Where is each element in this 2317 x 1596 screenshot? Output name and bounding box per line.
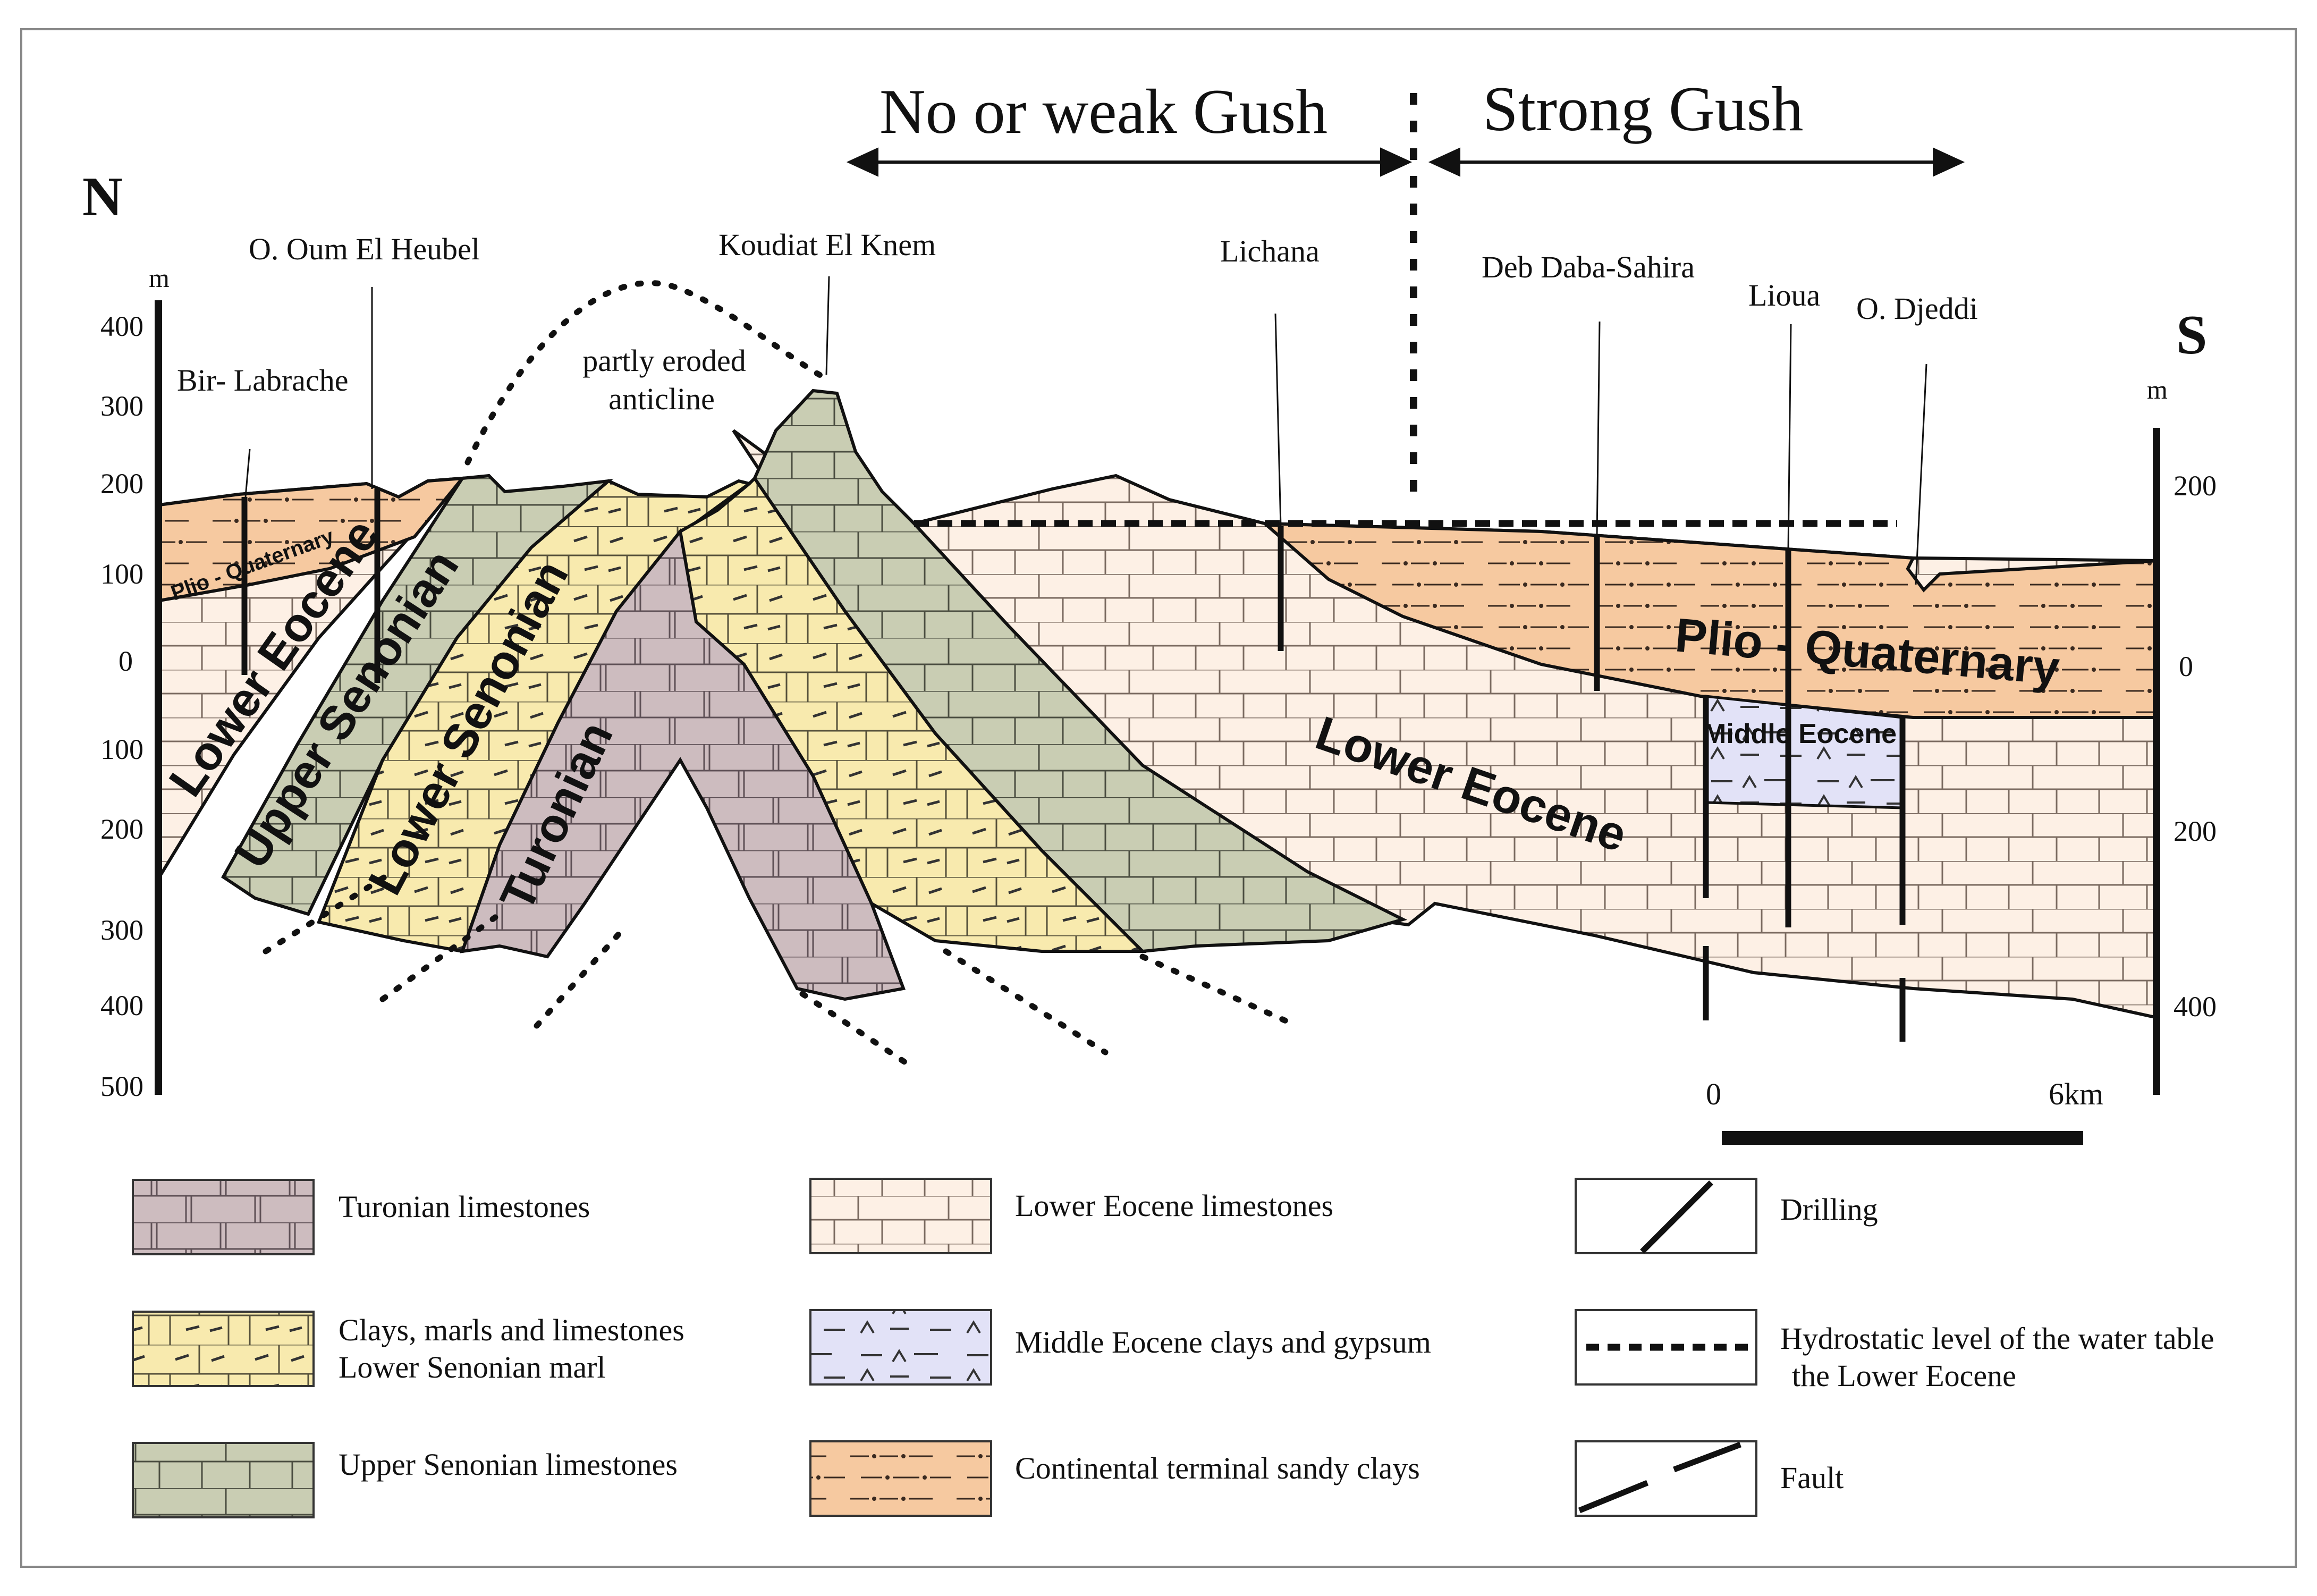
anticline-label-2: anticline xyxy=(608,382,715,416)
legend-swatch-lower-eocene xyxy=(809,1178,992,1254)
legend-label-drilling: Drilling xyxy=(1780,1192,1878,1227)
legend-label-middle-eocene: Middle Eocene clays and gypsum xyxy=(1015,1325,1431,1359)
place-oum-el-heubel: O. Oum El Heubel xyxy=(249,232,480,266)
right-tick: 0 xyxy=(2179,651,2193,682)
drillings xyxy=(241,489,1791,927)
south-label: S xyxy=(2176,303,2207,366)
dotted-contact-5 xyxy=(943,948,1109,1055)
right-axis-ticks: 200 0 200 400 xyxy=(2174,470,2217,1023)
dotted-contact-3 xyxy=(534,922,630,1029)
gush-strong-label: Strong Gush xyxy=(1483,73,1803,144)
legend-swatch-lower-senonian xyxy=(132,1311,315,1387)
place-leader-lines xyxy=(244,276,1927,585)
left-tick: 100 xyxy=(100,558,143,590)
legend-swatch-continental xyxy=(809,1440,992,1517)
legend-swatch-drilling xyxy=(1575,1178,1757,1254)
left-tick: 100 xyxy=(100,733,143,765)
left-axis-ticks: 400 300 200 100 0 100 200 300 400 500 xyxy=(100,310,143,1102)
legend-fault-line-1 xyxy=(1578,1480,1649,1514)
legend-label-lower-senonian-1: Clays, marls and limestones xyxy=(339,1313,684,1347)
unit-label-middle-eocene: Middle Eocene xyxy=(1703,719,1897,749)
legend-swatch-fault xyxy=(1575,1440,1757,1517)
right-axis-unit: m xyxy=(2147,375,2168,404)
north-label: N xyxy=(82,165,123,227)
layer-middle-eocene xyxy=(1704,695,1904,809)
left-tick: 400 xyxy=(100,990,143,1021)
dotted-contact-2 xyxy=(379,911,503,1002)
left-tick: 300 xyxy=(100,914,143,946)
scale-start-label: 0 xyxy=(1706,1077,1721,1111)
anticline-label-1: partly eroded xyxy=(582,343,746,378)
left-tick: 400 xyxy=(100,310,143,342)
gush-weak-label: No or weak Gush xyxy=(880,76,1327,147)
legend-label-hydrostatic-1: Hydrostatic level of the water table xyxy=(1780,1321,2214,1356)
legend-swatch-upper-senonian xyxy=(132,1442,315,1518)
legend-label-upper-senonian: Upper Senonian limestones xyxy=(339,1447,678,1482)
right-tick: 400 xyxy=(2174,991,2217,1023)
place-o-djeddi: O. Djeddi xyxy=(1856,291,1978,326)
legend-swatch-turonian xyxy=(132,1179,315,1255)
place-deb-daba-sahira: Deb Daba-Sahira xyxy=(1482,250,1695,284)
legend-label-fault: Fault xyxy=(1780,1460,1844,1495)
gush-weak-arrow xyxy=(846,147,1413,177)
legend-label-hydrostatic-2: the Lower Eocene xyxy=(1792,1358,2016,1393)
right-tick: 200 xyxy=(2174,470,2217,502)
dotted-contact-4 xyxy=(799,991,917,1071)
legend-label-lower-senonian-2: Lower Senonian marl xyxy=(339,1350,606,1384)
gush-strong-arrow xyxy=(1428,147,1965,177)
legend-fault-line-2 xyxy=(1673,1441,1741,1473)
layer-turonian xyxy=(460,527,906,1001)
left-tick: 300 xyxy=(100,390,143,422)
legend-label-lower-eocene: Lower Eocene limestones xyxy=(1015,1188,1333,1223)
left-tick: 200 xyxy=(100,813,143,845)
place-lichana: Lichana xyxy=(1220,234,1320,268)
anticline-eroded-outline xyxy=(464,280,832,466)
place-lioua: Lioua xyxy=(1748,278,1820,313)
left-tick: 500 xyxy=(100,1070,143,1102)
scale-bar xyxy=(1722,1131,2083,1145)
right-tick: 200 xyxy=(2174,815,2217,847)
legend-label-turonian: Turonian limestones xyxy=(339,1189,590,1224)
place-koudiat-el-knem: Koudiat El Knem xyxy=(718,227,936,262)
faults xyxy=(1703,696,1906,1042)
left-tick: 0 xyxy=(119,645,133,677)
legend-drilling-line xyxy=(1640,1180,1713,1254)
legend: Turonian limestones Clays, marls and lim… xyxy=(132,1178,2214,1518)
scale-end-label: 6km xyxy=(2049,1077,2103,1111)
left-axis-unit: m xyxy=(149,263,170,293)
dotted-contact-6 xyxy=(1139,953,1300,1029)
legend-swatch-middle-eocene xyxy=(809,1309,992,1386)
place-bir-labrache: Bir- Labrache xyxy=(177,363,348,398)
legend-swatch-hydrostatic xyxy=(1575,1309,1757,1386)
left-tick: 200 xyxy=(100,468,143,500)
legend-label-continental: Continental terminal sandy clays xyxy=(1015,1451,1420,1485)
